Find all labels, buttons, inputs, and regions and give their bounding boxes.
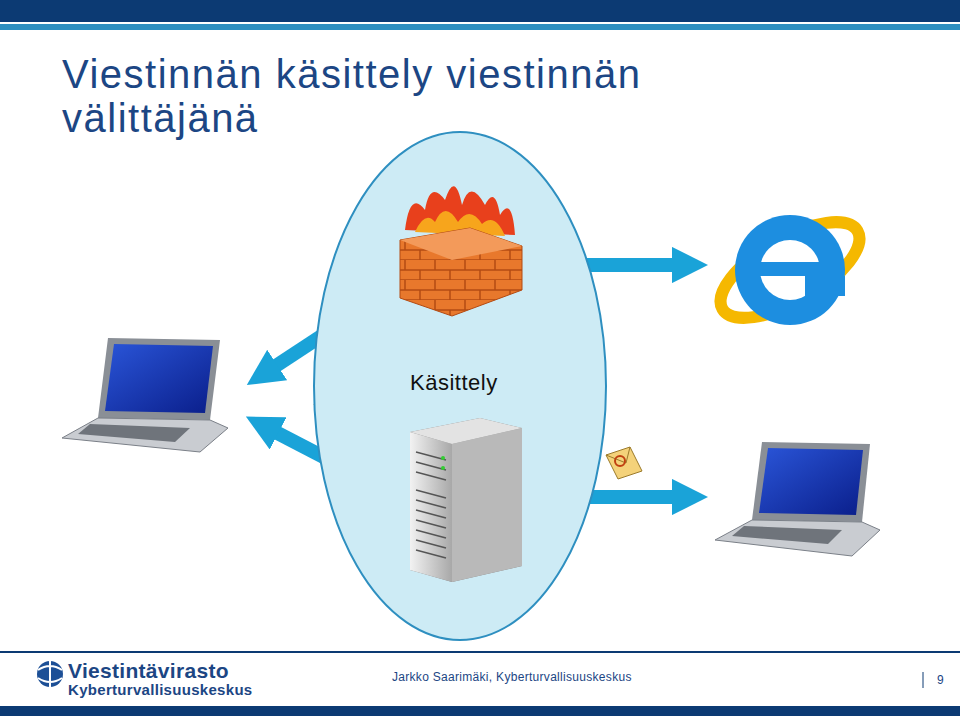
server-icon — [410, 418, 522, 582]
node-label: Käsittely — [410, 370, 498, 396]
laptop-right — [715, 442, 880, 556]
footer-line — [0, 651, 960, 653]
page-number: 9 — [937, 673, 944, 687]
logo-name: Viestintävirasto — [68, 659, 229, 683]
bottom-bar — [0, 706, 960, 716]
logo-globe — [37, 661, 63, 687]
browser-logo — [706, 203, 873, 336]
page-divider — [923, 672, 924, 688]
top-bar — [0, 0, 960, 22]
firewall-icon — [400, 186, 522, 316]
processing-ellipse: Käsittely — [312, 130, 608, 642]
top-stripe — [0, 24, 960, 30]
slide-title: Viestinnän käsittely viestinnän välittäj… — [62, 52, 822, 140]
laptop-left — [62, 338, 228, 452]
logo-subtitle: Kyberturvallisuuskeskus — [68, 681, 252, 698]
footer-author: Jarkko Saarimäki, Kyberturvallisuuskesku… — [392, 670, 632, 684]
